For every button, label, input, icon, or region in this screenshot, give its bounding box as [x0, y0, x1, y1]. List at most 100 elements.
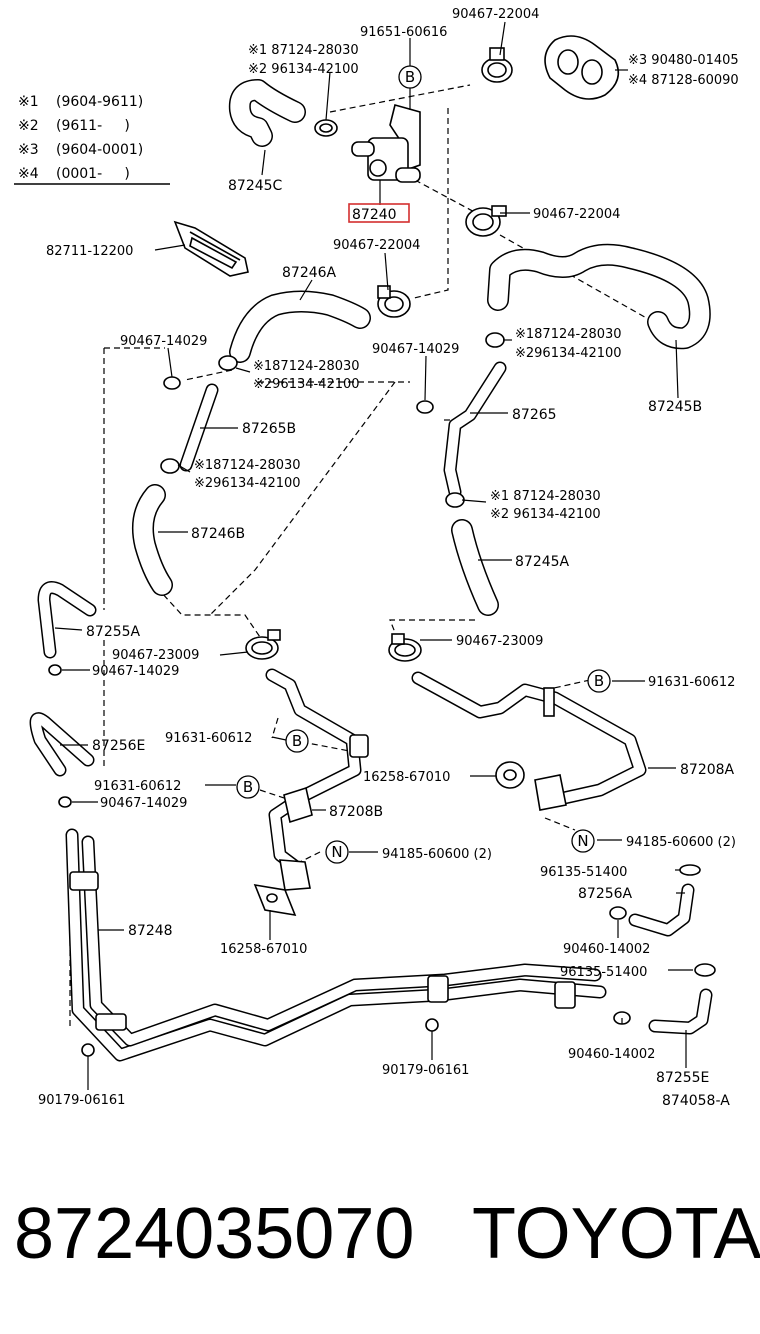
hose-87255a: [37, 581, 97, 659]
clamp-87124-top: [314, 119, 338, 137]
clamp-90467-14029-mid: [416, 400, 434, 414]
clamp-96135-2: [694, 963, 716, 977]
label-m1-87124-top: ※1 87124-28030: [248, 43, 359, 58]
label-87245c: 87245C: [228, 178, 283, 194]
label-16258-mid: 16258-67010: [363, 770, 450, 785]
svg-text:B: B: [594, 672, 604, 690]
clamp-90467-23009-right: [388, 633, 422, 662]
legend-row-4-range: (0001- ): [56, 166, 130, 182]
label-90179-left: 90179-06161: [38, 1093, 125, 1108]
clamp-90467-23009-left: [245, 629, 281, 660]
pipe-87208b: [265, 668, 369, 891]
label-91631-60612-low: 91631-60612: [94, 779, 181, 794]
grommet-90480: [544, 35, 620, 100]
pipe-87208a: [411, 671, 647, 811]
label-91631-60612-right: 91631-60612: [648, 675, 735, 690]
pipe-87265b: [179, 383, 219, 472]
label-87245b: 87245B: [648, 399, 702, 415]
label-87265: 87265: [512, 407, 557, 423]
label-90179-mid: 90179-06161: [382, 1063, 469, 1078]
marker-n-left: N: [325, 840, 349, 864]
label-90467-22004-right: 90467-22004: [533, 207, 620, 222]
clamp-right-1: [485, 332, 505, 348]
label-90460-14002-1: 90460-14002: [563, 942, 650, 957]
clamp-90467-14029-l3: [58, 796, 72, 808]
hose-87255e: [648, 988, 713, 1035]
clamp-90467-22004-mid: [377, 285, 411, 318]
hose-87245a: [451, 519, 499, 616]
label-87208b: 87208B: [329, 804, 383, 820]
label-m2-96134-top: ※2 96134-42100: [248, 62, 359, 77]
label-m2-left1: ※296134-42100: [253, 377, 360, 392]
svg-text:B: B: [405, 68, 415, 86]
svg-text:B: B: [243, 778, 253, 796]
label-87245a: 87245A: [515, 554, 570, 570]
legend-row-2-mark: ※2: [18, 118, 39, 134]
hose-87245b: [487, 243, 711, 350]
footer-part-number: 8724035070: [14, 1194, 414, 1274]
label-m1-right2: ※1 87124-28030: [490, 489, 601, 504]
clamp-90467-14029-l2: [48, 664, 62, 676]
legend-row-3-mark: ※3: [18, 142, 39, 158]
label-90467-14029-left: 90467-14029: [120, 334, 207, 349]
label-87248: 87248: [128, 923, 173, 939]
svg-text:N: N: [577, 832, 588, 850]
label-90467-22004-mid: 90467-22004: [333, 238, 420, 253]
label-90460-14002-2: 90460-14002: [568, 1047, 655, 1062]
label-90467-22004-top: 90467-22004: [452, 7, 539, 22]
bolt-90179-mid: [425, 1018, 439, 1032]
marker-b-top: B: [398, 65, 422, 89]
marker-b-mid: B: [285, 729, 309, 753]
label-87246a: 87246A: [282, 265, 337, 281]
label-94185-left: 94185-60600 (2): [382, 847, 492, 862]
label-87255a: 87255A: [86, 624, 141, 640]
marker-b-low: B: [236, 775, 260, 799]
legend-row-3-range: (9604-0001): [56, 142, 143, 158]
hose-87245c: [228, 79, 306, 147]
clamp-90467-22004-right: [465, 205, 507, 237]
label-m3-90480: ※3 90480-01405: [628, 53, 739, 68]
legend-row-1-range: (9604-9611): [56, 94, 143, 110]
label-87208a: 87208A: [680, 762, 735, 778]
label-m1-left2: ※187124-28030: [194, 458, 301, 473]
label-87240[interactable]: 87240: [352, 207, 397, 223]
bolt-90179-left: [81, 1043, 95, 1057]
hose-87246a: [229, 290, 371, 363]
label-87256a: 87256A: [578, 886, 633, 902]
label-16258-low: 16258-67010: [220, 942, 307, 957]
label-91651-60616: 91651-60616: [360, 25, 447, 40]
dashed-connections: [69, 84, 651, 1030]
footer: 8724035070 TOYOTA: [14, 1194, 760, 1274]
label-m2-left2: ※296134-42100: [194, 476, 301, 491]
label-96135-51400-1: 96135-51400: [540, 865, 627, 880]
clamp-right-2: [445, 492, 465, 508]
pipe-87265: [443, 361, 507, 499]
footer-brand: TOYOTA: [472, 1194, 760, 1274]
legend-row-4-mark: ※4: [18, 166, 39, 182]
label-90467-14029-mid: 90467-14029: [372, 342, 459, 357]
label-m2-right2: ※2 96134-42100: [490, 507, 601, 522]
label-90467-23009-left: 90467-23009: [112, 648, 199, 663]
label-91631-60612-mid: 91631-60612: [165, 731, 252, 746]
label-82711-12200: 82711-12200: [46, 244, 133, 259]
label-m1-right1: ※187124-28030: [515, 327, 622, 342]
legend-row-1-mark: ※1: [18, 94, 39, 110]
label-90467-23009-right: 90467-23009: [456, 634, 543, 649]
label-96135-51400-2: 96135-51400: [560, 965, 647, 980]
leader-lines: [54, 21, 693, 1090]
legend-row-2-range: (9611- ): [56, 118, 130, 134]
label-90467-14029-l2: 90467-14029: [92, 664, 179, 679]
highlight-87240-box: [348, 203, 410, 223]
label-87246b: 87246B: [191, 526, 245, 542]
clamp-left-2: [160, 458, 180, 474]
clamp-90467-22004-top: [481, 47, 513, 83]
label-874058-a: 874058-A: [662, 1093, 730, 1109]
marker-b-right: B: [587, 669, 611, 693]
svg-text:N: N: [331, 843, 342, 861]
water-valve-87240: [351, 104, 421, 183]
svg-text:B: B: [292, 732, 302, 750]
clamp-90467-14029-left: [163, 376, 181, 390]
gasket-16258-low: [253, 883, 297, 917]
label-90467-14029-l3: 90467-14029: [100, 796, 187, 811]
